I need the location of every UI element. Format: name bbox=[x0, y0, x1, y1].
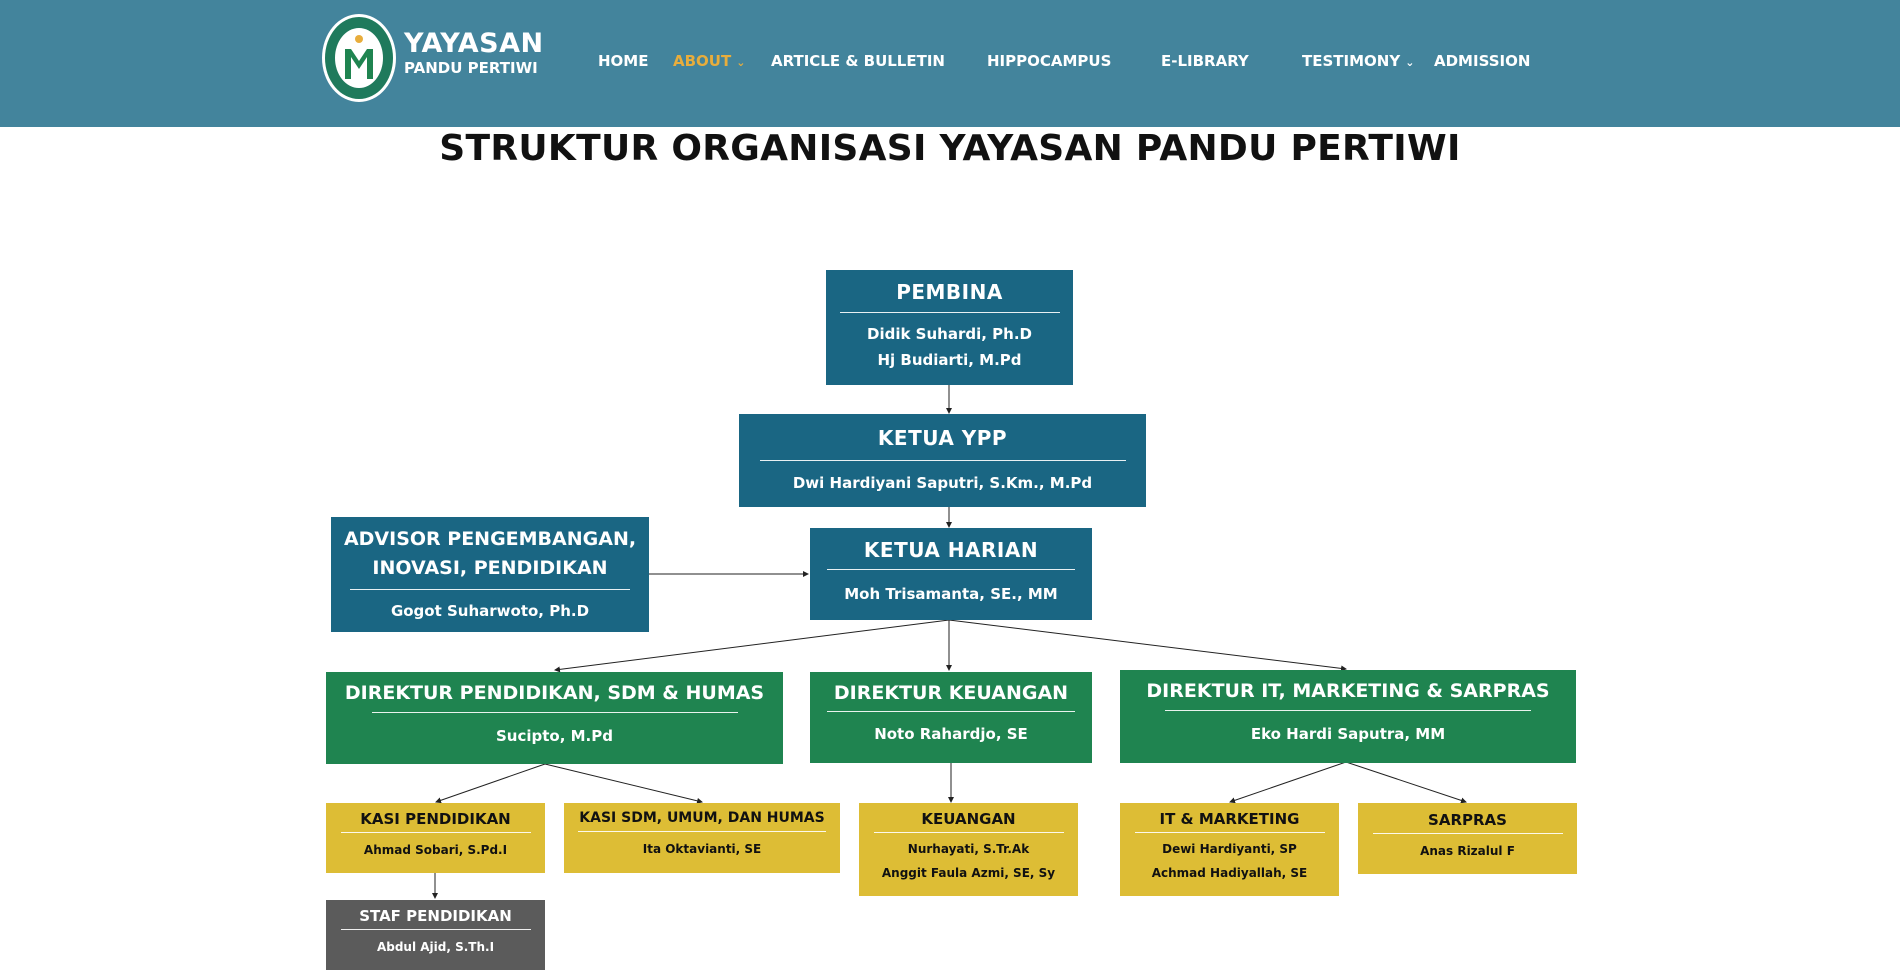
person-name: Nurhayati, S.Tr.Ak bbox=[907, 842, 1030, 856]
person-name: Dewi Hardiyanti, SP bbox=[1162, 842, 1297, 856]
org-box-direktur-it: DIREKTUR IT, MARKETING & SARPRAS Eko Har… bbox=[1120, 670, 1576, 763]
box-title: KETUA YPP bbox=[877, 426, 1008, 450]
org-box-pembina: PEMBINA Didik Suhardi, Ph.D Hj Budiarti,… bbox=[826, 270, 1073, 385]
divider bbox=[578, 831, 826, 832]
box-title: STAF PENDIDIKAN bbox=[359, 907, 512, 925]
org-box-ketua-ypp: KETUA YPP Dwi Hardiyani Saputri, S.Km., … bbox=[739, 414, 1146, 507]
person-name: Anas Rizalul F bbox=[1420, 844, 1515, 858]
box-title: SARPRAS bbox=[1428, 811, 1507, 829]
nav-article-label: ARTICLE & BULLETIN bbox=[771, 52, 945, 70]
person-name: Hj Budiarti, M.Pd bbox=[877, 351, 1022, 369]
org-box-ketua-harian: KETUA HARIAN Moh Trisamanta, SE., MM bbox=[810, 528, 1092, 620]
divider bbox=[1165, 710, 1531, 711]
box-title: KASI PENDIDIKAN bbox=[360, 810, 511, 828]
box-title: KASI SDM, UMUM, DAN HUMAS bbox=[579, 810, 825, 826]
box-title: DIREKTUR PENDIDIKAN, SDM & HUMAS bbox=[344, 682, 765, 704]
org-box-advisor: ADVISOR PENGEMBANGAN, INOVASI, PENDIDIKA… bbox=[331, 517, 649, 632]
box-title-line: ADVISOR PENGEMBANGAN, bbox=[343, 528, 637, 550]
org-box-sarpras: SARPRAS Anas Rizalul F bbox=[1358, 803, 1577, 874]
divider bbox=[350, 589, 630, 590]
nav-elibrary[interactable]: E-LIBRARY bbox=[1161, 52, 1249, 70]
person-name: Eko Hardi Saputra, MM bbox=[1250, 725, 1446, 743]
box-title: ADVISOR PENGEMBANGAN, INOVASI, PENDIDIKA… bbox=[331, 525, 649, 583]
divider bbox=[759, 460, 1126, 461]
org-box-kasi-pendidikan: KASI PENDIDIKAN Ahmad Sobari, S.Pd.I bbox=[326, 803, 545, 873]
brand[interactable]: YAYASAN PANDU PERTIWI bbox=[404, 28, 544, 78]
divider bbox=[371, 712, 738, 713]
nav-hippocampus-label: HIPPOCAMPUS bbox=[987, 52, 1112, 70]
nav-about[interactable]: ABOUT ⌄ bbox=[673, 52, 745, 70]
person-name: Ita Oktavianti, SE bbox=[642, 842, 762, 856]
person-name: Gogot Suharwoto, Ph.D bbox=[390, 602, 590, 620]
person-name: Didik Suhardi, Ph.D bbox=[867, 325, 1032, 343]
brand-subtitle: PANDU PERTIWI bbox=[404, 59, 538, 77]
org-box-keuangan: KEUANGAN Nurhayati, S.Tr.Ak Anggit Faula… bbox=[859, 803, 1078, 896]
logo-emblem-icon bbox=[322, 14, 396, 102]
person-name: Achmad Hadiyallah, SE bbox=[1151, 866, 1308, 880]
nav-article-bulletin[interactable]: ARTICLE & BULLETIN bbox=[771, 52, 945, 70]
box-title: IT & MARKETING bbox=[1159, 810, 1300, 828]
divider bbox=[827, 569, 1075, 570]
nav-testimony-label: TESTIMONY bbox=[1302, 52, 1401, 70]
nav-admission[interactable]: ADMISSION bbox=[1434, 52, 1530, 70]
divider bbox=[340, 832, 531, 833]
divider bbox=[340, 929, 531, 930]
person-name: Ahmad Sobari, S.Pd.I bbox=[363, 843, 508, 857]
person-name: Noto Rahardjo, SE bbox=[874, 725, 1028, 743]
person-name: Moh Trisamanta, SE., MM bbox=[844, 585, 1058, 603]
nav-admission-label: ADMISSION bbox=[1434, 52, 1531, 70]
box-title: DIREKTUR KEUANGAN bbox=[833, 682, 1069, 704]
nav-about-label: ABOUT bbox=[673, 52, 732, 70]
page-title: STRUKTUR ORGANISASI YAYASAN PANDU PERTIW… bbox=[439, 128, 1461, 169]
brand-name: YAYASAN bbox=[404, 28, 544, 59]
chevron-down-icon: ⌄ bbox=[1405, 56, 1415, 69]
divider bbox=[1134, 832, 1325, 833]
nav-elibrary-label: E-LIBRARY bbox=[1161, 52, 1249, 70]
nav-hippocampus[interactable]: HIPPOCAMPUS bbox=[987, 52, 1111, 70]
nav-testimony[interactable]: TESTIMONY ⌄ bbox=[1302, 52, 1414, 70]
box-title: DIREKTUR IT, MARKETING & SARPRAS bbox=[1146, 680, 1550, 702]
person-name: Abdul Ajid, S.Th.I bbox=[376, 940, 495, 954]
org-box-direktur-keuangan: DIREKTUR KEUANGAN Noto Rahardjo, SE bbox=[810, 672, 1092, 763]
box-title: KEUANGAN bbox=[921, 810, 1016, 828]
org-box-it-marketing: IT & MARKETING Dewi Hardiyanti, SP Achma… bbox=[1120, 803, 1339, 896]
box-title: PEMBINA bbox=[896, 280, 1003, 304]
nav-home[interactable]: HOME bbox=[598, 52, 648, 70]
org-box-direktur-pendidikan: DIREKTUR PENDIDIKAN, SDM & HUMAS Sucipto… bbox=[326, 672, 783, 764]
chevron-down-icon: ⌄ bbox=[736, 56, 746, 69]
box-title-line: INOVASI, PENDIDIKAN bbox=[372, 557, 608, 579]
divider bbox=[827, 711, 1075, 712]
org-box-kasi-sdm: KASI SDM, UMUM, DAN HUMAS Ita Oktavianti… bbox=[564, 803, 840, 873]
box-title: KETUA HARIAN bbox=[863, 538, 1039, 562]
logo[interactable] bbox=[321, 13, 397, 103]
site-header: YAYASAN PANDU PERTIWI HOME ABOUT ⌄ ARTICL… bbox=[0, 0, 1900, 127]
nav-home-label: HOME bbox=[598, 52, 649, 70]
person-name: Dwi Hardiyani Saputri, S.Km., M.Pd bbox=[792, 474, 1093, 492]
org-box-staf-pendidikan: STAF PENDIDIKAN Abdul Ajid, S.Th.I bbox=[326, 900, 545, 970]
divider bbox=[839, 312, 1060, 313]
divider bbox=[873, 832, 1064, 833]
divider bbox=[1372, 833, 1563, 834]
person-name: Anggit Faula Azmi, SE, Sy bbox=[881, 866, 1056, 880]
person-name: Sucipto, M.Pd bbox=[495, 727, 613, 745]
